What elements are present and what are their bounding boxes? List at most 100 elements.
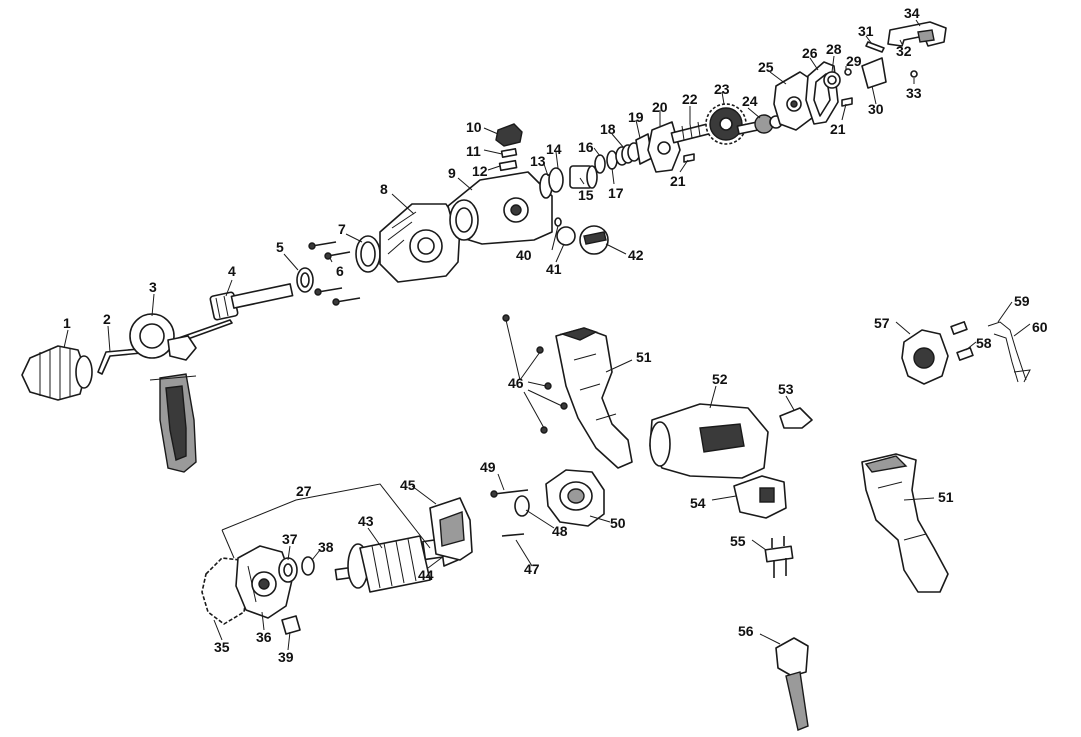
callout-29: 29 [846,53,862,69]
part-cover-plate-30 [861,57,887,89]
callout-14: 14 [546,141,562,157]
callout-5: 5 [276,239,284,255]
part-screw-47 [501,533,525,537]
callout-8: 8 [380,181,388,197]
callout-38: 38 [318,539,334,555]
part-bearing-37 [278,557,298,583]
part-brush-plate-57 [901,329,949,385]
part-pinion-24 [736,114,783,135]
part-ring-14 [548,167,564,193]
part-switch-54 [733,475,787,519]
callout-56: 56 [738,623,754,639]
part-ball-29 [844,68,852,76]
part-seal-7 [355,235,381,273]
part-ring-48 [514,495,530,517]
part-screws-6 [308,241,361,306]
part-sleeve-15 [569,165,598,189]
part-housing-51a [555,327,633,469]
part-wires-59-60 [987,321,1031,383]
callout-28: 28 [826,41,842,57]
callout-26: 26 [802,45,818,61]
callout-47: 47 [524,561,540,577]
part-housing-51b [861,453,949,593]
part-latch-10 [495,123,523,147]
callout-32: 32 [896,43,912,59]
part-bracket-53 [779,407,813,429]
callout-4: 4 [228,263,236,279]
callout-51b: 51 [938,489,954,505]
callout-11: 11 [466,143,481,159]
callout-3: 3 [149,279,157,295]
callout-12: 12 [472,163,488,179]
callout-23: 23 [714,81,730,97]
part-o-ring-41 [556,226,576,246]
callout-39: 39 [278,649,294,665]
part-motor-housing-52 [649,403,769,479]
callout-50: 50 [610,515,626,531]
callout-25: 25 [758,59,774,75]
part-front-cover [379,203,461,283]
callout-15: 15 [578,187,594,203]
part-armature-43 [334,535,448,593]
part-ring-28 [823,71,841,89]
callout-42: 42 [628,247,644,263]
callout-21a: 21 [670,173,686,189]
callout-16: 16 [578,139,594,155]
callout-58: 58 [976,335,992,351]
callout-33: 33 [906,85,922,101]
callout-24: 24 [742,93,758,109]
callout-31: 31 [858,23,874,39]
part-capacitor-55 [764,536,794,578]
part-plate-25 [773,71,813,131]
callout-49: 49 [480,459,496,475]
part-screws-46 [502,314,568,434]
callout-52: 52 [712,371,728,387]
part-plate-12 [498,159,518,172]
callout-18: 18 [600,121,616,137]
part-spring-18 [615,142,641,166]
callout-labels: 1 2 3 4 5 6 7 8 9 10 11 12 13 14 15 16 1… [63,5,1048,665]
callout-21b: 21 [830,121,846,137]
part-plate-11 [500,148,518,158]
callout-48: 48 [552,523,568,539]
part-cord-guard-56 [775,637,809,731]
part-pin-21b [841,97,853,107]
callout-46: 46 [508,375,524,391]
callout-54: 54 [690,495,706,511]
callout-35: 35 [214,639,230,655]
part-spindle [209,283,294,321]
callout-41: 41 [546,261,562,277]
callout-45: 45 [400,477,416,493]
callout-10: 10 [466,119,482,135]
part-clip-31 [865,41,885,53]
parts-drawings [21,21,1031,731]
part-switch-lever-34 [887,21,947,47]
part-brush-39 [281,615,301,635]
callout-59: 59 [1014,293,1030,309]
callout-9: 9 [448,165,456,181]
callout-40: 40 [516,247,532,263]
part-fan-45 [429,497,473,561]
part-ring-40 [554,217,562,227]
part-auxiliary-handle [129,313,197,473]
callout-7: 7 [338,221,346,237]
part-pin-21a [683,153,695,163]
callout-22: 22 [682,91,698,107]
callout-53: 53 [778,381,794,397]
part-ring-5 [296,267,314,293]
part-ring-38 [301,556,315,576]
callout-1: 1 [63,315,71,331]
callout-6: 6 [336,263,344,279]
part-stator-50 [545,469,605,527]
callout-17: 17 [608,185,624,201]
callout-19: 19 [628,109,644,125]
callout-27: 27 [296,483,312,499]
callout-51a: 51 [636,349,652,365]
callout-30: 30 [868,101,884,117]
callout-20: 20 [652,99,668,115]
callout-36: 36 [256,629,272,645]
part-chuck [21,345,93,401]
part-long-screw-49 [490,489,529,498]
callout-34: 34 [904,5,920,21]
